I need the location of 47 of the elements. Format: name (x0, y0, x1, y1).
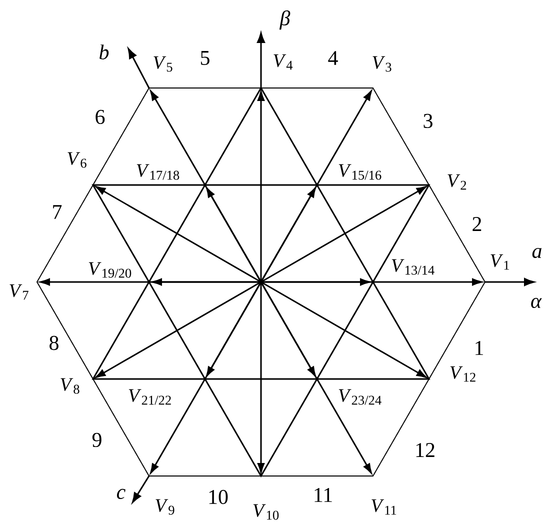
vector-label: V$_{13/14}$ (392, 259, 434, 275)
vector-label: V$_{1}$ (490, 254, 509, 270)
sector-number: 3 (424, 114, 432, 128)
sector-number: 7 (53, 205, 62, 219)
vector-arrow (260, 187, 316, 282)
vector-label: V$_{6}$ (68, 152, 86, 168)
vector-label: V$_{15/16}$ (338, 164, 382, 180)
vector-label: V$_{12}$ (450, 366, 476, 382)
axis-label: β (279, 10, 290, 30)
vector-arrow (260, 282, 316, 376)
vector-arrow (152, 278, 261, 286)
vector-label: V$_{10}$ (253, 504, 279, 520)
axis-label: c (116, 488, 126, 500)
vector-label: V$_{2}$ (448, 174, 466, 190)
vector-arrow (261, 278, 370, 286)
sector-number: 6 (96, 110, 105, 124)
axis-label: a (532, 248, 542, 258)
sector-number: 12 (416, 443, 434, 457)
vector-label: V$_{3}$ (372, 56, 392, 72)
vector-arrow (95, 186, 262, 283)
axis-label: b (100, 44, 109, 60)
sector-number: 1 (476, 341, 483, 355)
vector-label: V$_{9}$ (156, 499, 174, 515)
vector-label: V$_{5}$ (154, 56, 172, 72)
vector-arrow (257, 282, 265, 473)
vector-arrow (206, 187, 262, 282)
sector-number: 4 (328, 51, 338, 65)
vector-label: V$_{19/20}$ (88, 262, 132, 278)
sector-number: 10 (209, 490, 228, 504)
vector-label: V$_{23/24}$ (338, 389, 382, 405)
vector-arrow (260, 186, 427, 283)
vector-arrow (206, 282, 262, 376)
vector-label: V$_{7}$ (10, 284, 28, 300)
vector-label: V$_{11}$ (372, 499, 396, 515)
sector-number: 9 (92, 432, 102, 448)
sector-number: 5 (200, 51, 210, 65)
vector-label: V$_{8}$ (60, 378, 80, 394)
vector-arrow (95, 281, 262, 378)
vector-label: V$_{21/22}$ (128, 389, 171, 405)
axis-label: α (531, 298, 542, 308)
vector-label: V$_{17/18}$ (136, 164, 180, 180)
sector-number: 8 (50, 336, 58, 350)
sector-number: 2 (472, 217, 482, 231)
vector-label: V$_{4}$ (274, 54, 293, 70)
sector-number: 11 (314, 488, 332, 502)
vector-arrow (260, 281, 427, 378)
vector-arrow (257, 90, 265, 282)
